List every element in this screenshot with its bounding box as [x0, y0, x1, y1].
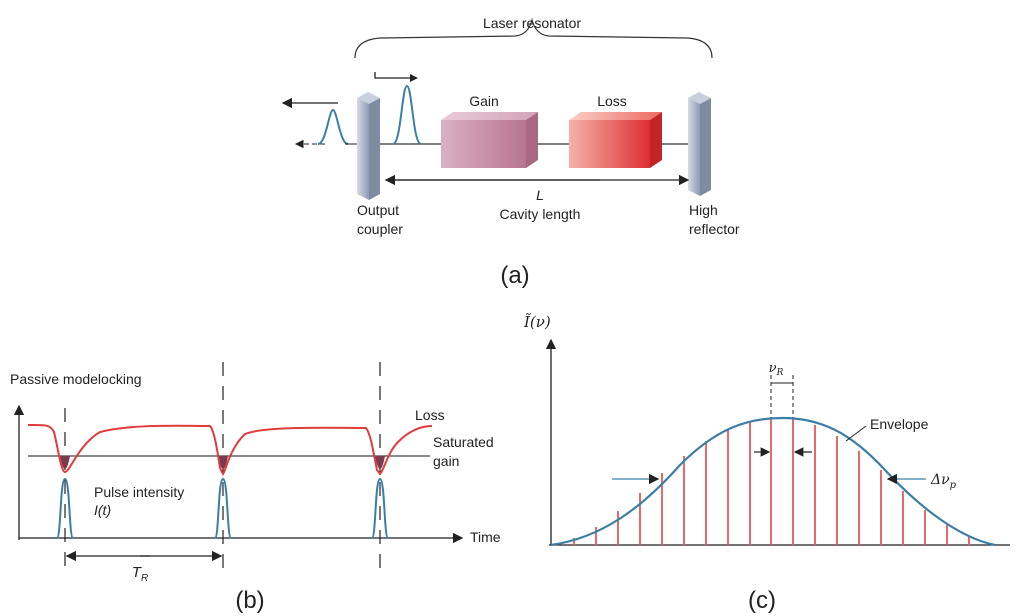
mode-spacing-marker [770, 375, 794, 418]
high-reflector-mirror [688, 92, 711, 196]
caption-b: (b) [235, 587, 264, 614]
output-coupler-label-2: coupler [357, 221, 403, 237]
caption-c: (c) [748, 587, 776, 614]
gain-label: Gain [469, 93, 499, 109]
resonator-brace [354, 17, 713, 59]
panel-b-passive-modelocking: Passive modelocking Time Loss Saturated … [10, 362, 501, 614]
envelope-label: Envelope [870, 416, 929, 432]
panel-b-title: Passive modelocking [10, 371, 142, 387]
envelope-pointer [845, 425, 867, 442]
period-label: TR [132, 564, 148, 584]
gain-medium-block [441, 112, 538, 168]
loss-curve [27, 423, 433, 476]
spectral-envelope [550, 416, 996, 547]
high-reflector-label-2: reflector [689, 221, 740, 237]
c-y-axis-label: Ĩ(ν) [523, 313, 551, 331]
output-coupler-mirror [357, 92, 380, 200]
pulse-3 [371, 477, 389, 539]
bandwidth-label: Δνp [930, 472, 957, 491]
output-coupler-label-1: Output [357, 202, 399, 218]
mode-spacing-label: νR [769, 361, 784, 378]
high-reflector-label-1: High [689, 202, 718, 218]
pulse-intensity-label-1: Pulse intensity [94, 484, 184, 500]
saturated-gain-label-2: gain [433, 453, 459, 469]
net-gain-window-3 [375, 456, 385, 469]
loss-curve-label: Loss [415, 407, 445, 423]
time-label: Time [470, 529, 501, 545]
pulse-1 [56, 477, 74, 539]
pulse-train [56, 477, 389, 539]
caption-a: (a) [500, 262, 529, 289]
pulse-intensity-label-2: I(t) [94, 502, 111, 518]
loss-medium-block [569, 112, 662, 168]
longitudinal-modes [573, 418, 970, 545]
output-pulse [317, 108, 349, 145]
length-label: Cavity length [500, 206, 581, 222]
return-arrow-head [410, 74, 418, 82]
saturated-gain-label-1: Saturated [433, 434, 494, 450]
cavity-pulse [392, 84, 422, 145]
length-symbol: L [536, 187, 544, 203]
panel-c-mode-spectrum: Ĩ(ν) [523, 313, 1010, 614]
resonator-label: Laser resonator [483, 15, 581, 31]
pulse-2 [214, 477, 232, 539]
panel-a-laser-resonator: Laser resonator Gain Lo [281, 15, 740, 289]
return-arrow-icon [374, 72, 410, 79]
loss-label: Loss [597, 93, 627, 109]
